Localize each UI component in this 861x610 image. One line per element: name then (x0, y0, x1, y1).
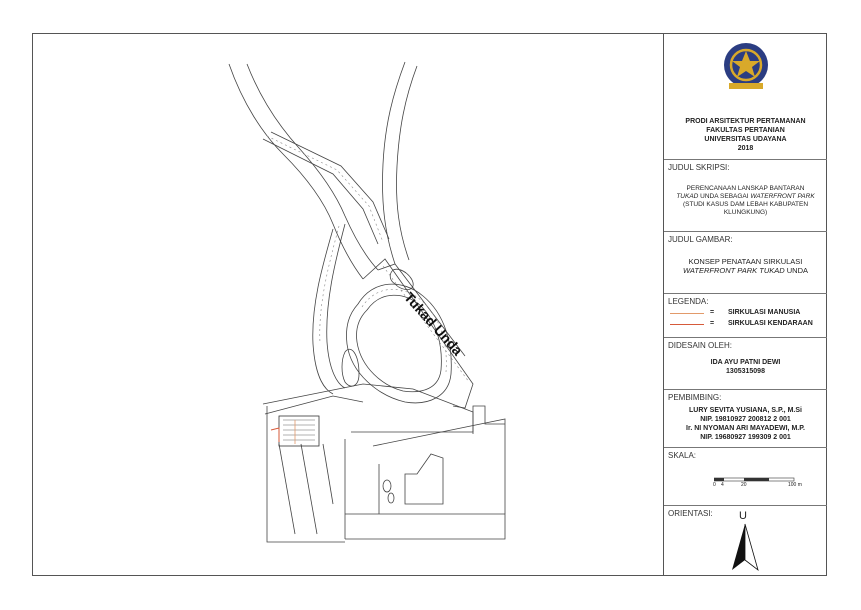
thesis-line-3: (STUDI KASUS DAM LEBAH KABUPATEN (682, 201, 809, 208)
drawing-line-1: KONSEP PENATAAN SIRKULASI (688, 257, 803, 266)
legend-section: LEGENDA: = SIRKULASI MANUSIA = SIRKULASI… (664, 294, 827, 338)
title-block: PRODI ARSITEKTUR PERTAMANAN FAKULTAS PER… (663, 34, 827, 575)
faculty-name: FAKULTAS PERTANIAN (706, 127, 785, 134)
scale-heading: SKALA: (668, 451, 697, 460)
north-arrow-icon (732, 523, 759, 572)
thesis-line-1: PERENCANAAN LANSKAP BANTARAN (686, 185, 805, 192)
year: 2018 (737, 145, 754, 152)
drawing-line-2: WATERFRONT PARK TUKAD UNDA (682, 266, 808, 275)
university-logo (724, 43, 768, 89)
designer-section: DIDESAIN OLEH: IDA AYU PATNI DEWI 130531… (664, 338, 827, 390)
program-name: PRODI ARSITEKTUR PERTAMANAN (685, 118, 806, 125)
designer-id: 1305315098 (726, 368, 765, 375)
advisor-1-name: LURY SEVITA YUSIANA, S.P., M.Si (689, 407, 802, 414)
scale-section: SKALA: 0 4 20 100 m (664, 448, 827, 506)
site-plan-drawing (228, 61, 506, 543)
scale-tick: 20 (741, 482, 747, 488)
scale-tick: 100 m (788, 482, 802, 488)
university-name: UNIVERSITAS UDAYANA (704, 136, 787, 143)
north-label: U (739, 510, 747, 522)
scale-tick: 4 (721, 482, 724, 488)
advisor-2-nip: NIP. 19680927 199309 2 001 (700, 434, 791, 441)
drawing-heading: JUDUL GAMBAR: (668, 235, 733, 244)
designer-heading: DIDESAIN OLEH: (668, 341, 733, 350)
advisor-2-name: Ir. NI NYOMAN ARI MAYADEWI, M.P. (686, 425, 805, 432)
drawing-title-section: JUDUL GAMBAR: KONSEP PENATAAN SIRKULASI … (664, 232, 827, 294)
orientation-section: ORIENTASI: U (664, 506, 827, 575)
pedestrian-line-symbol (670, 313, 704, 314)
advisors-section: PEMBIMBING: LURY SEVITA YUSIANA, S.P., M… (664, 390, 827, 448)
legend-heading: LEGENDA: (668, 297, 709, 306)
advisor-1-nip: NIP. 19810927 200812 2 001 (700, 416, 791, 423)
scale-bar (714, 477, 795, 482)
thesis-heading: JUDUL SKRIPSI: (668, 163, 730, 172)
scale-tick: 0 (713, 482, 716, 488)
vehicle-line-symbol (670, 324, 704, 325)
site-plan-map: Tukad Unda (33, 34, 663, 575)
designer-name: IDA AYU PATNI DEWI (710, 359, 781, 366)
orientation-heading: ORIENTASI: (668, 509, 713, 518)
thesis-line-4: KLUNGKUNG) (723, 209, 768, 216)
institution-section: PRODI ARSITEKTUR PERTAMANAN FAKULTAS PER… (664, 34, 827, 160)
drawing-sheet: Tukad Unda PRODI ARSITEKTUR PERTAMANAN F… (32, 33, 827, 576)
advisors-heading: PEMBIMBING: (668, 393, 722, 402)
thesis-section: JUDUL SKRIPSI: PERENCANAAN LANSKAP BANTA… (664, 160, 827, 232)
thesis-line-2: TUKAD UNDA SEBAGAI WATERFRONT PARK (676, 193, 815, 200)
